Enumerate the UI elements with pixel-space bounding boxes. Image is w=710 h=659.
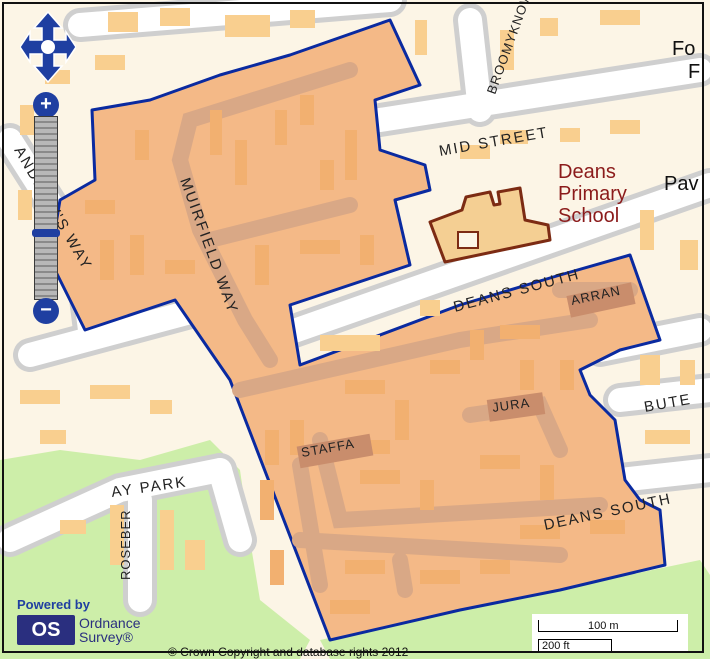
zoom-in-button[interactable]: + <box>33 92 59 118</box>
scale-bar: 100 m 200 ft <box>532 614 688 652</box>
boxed-labels: ARRAN JURA STAFFA <box>296 282 636 469</box>
os-logo-mark: OS <box>17 615 75 645</box>
school-label-line2: Primary <box>558 183 627 205</box>
road-label-jura: JURA <box>491 395 531 415</box>
place-labels: Deans Primary School Fo F Pav <box>558 38 700 227</box>
scale-imperial-label: 200 ft <box>542 640 570 652</box>
deans-primary-school-building[interactable] <box>428 186 552 264</box>
scale-bar-imperial <box>538 639 612 651</box>
edge-label-f: F <box>688 61 700 83</box>
powered-by-label: Powered by <box>17 597 90 612</box>
buildings <box>18 8 698 614</box>
os-name-line2: Survey® <box>79 629 133 645</box>
edge-label-fo: Fo <box>672 38 695 60</box>
highlighted-area[interactable] <box>48 18 667 642</box>
school-label-line1: Deans <box>558 161 616 183</box>
zoom-out-button[interactable]: − <box>33 298 59 324</box>
os-logo-wordmark: Ordnance Survey® <box>79 616 140 644</box>
os-name-line1: Ordnance <box>79 615 141 631</box>
zoom-slider-handle[interactable] <box>32 229 60 237</box>
road-label-rosebery-vertical: ROSEBER <box>118 509 133 580</box>
school-label-line3: School <box>558 205 619 227</box>
zoom-slider-track[interactable] <box>32 116 60 300</box>
edge-label-pav: Pav <box>664 173 698 195</box>
scale-bar-metric <box>538 620 678 632</box>
scale-metric-label: 100 m <box>588 620 619 632</box>
pan-control[interactable] <box>20 10 76 84</box>
ordnance-survey-logo[interactable]: OS Ordnance Survey® <box>17 615 140 645</box>
copyright-text: © Crown Copyright and database rights 20… <box>168 645 409 659</box>
